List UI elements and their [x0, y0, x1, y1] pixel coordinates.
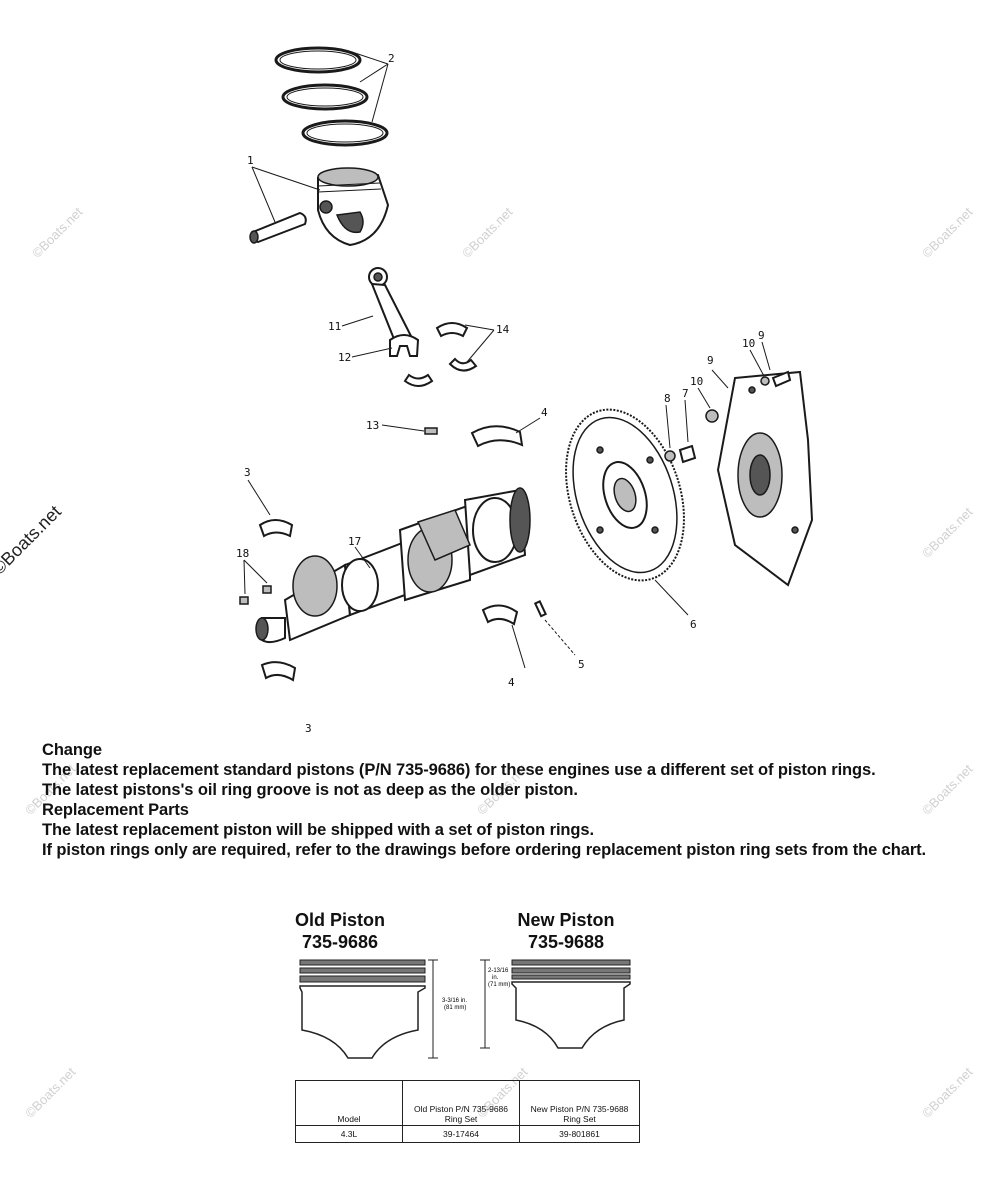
table-cell: 39-17464: [402, 1125, 520, 1143]
heading-replacement-parts: Replacement Parts: [42, 801, 189, 819]
note-line: The latest replacement standard pistons …: [42, 761, 876, 779]
callout-8: 8: [664, 392, 671, 405]
callout-18: 18: [236, 547, 249, 560]
callout-3: 3: [244, 466, 251, 479]
watermark: ©Boats.net: [22, 1064, 79, 1121]
rod-bearings: [403, 322, 478, 387]
flywheel-bolt: [664, 444, 697, 464]
callout-5: 5: [578, 658, 585, 671]
exploded-parts-diagram: 2 1 11 14 12 13 4 3 17 18 4 5 6 3 8 7 10…: [236, 46, 814, 735]
ring-set-table: Model Old Piston P/N 735-9686 Ring Set N…: [295, 1080, 640, 1143]
piston-pin: [249, 211, 307, 244]
note-line: If piston rings only are required, refer…: [42, 841, 927, 859]
callout-1: 1: [247, 154, 254, 167]
callout-4: 4: [508, 676, 515, 689]
callout-13: 11: [328, 320, 341, 333]
table-header: Model: [295, 1080, 403, 1126]
callout-16: 14: [496, 323, 510, 336]
table-cell: 4.3L: [295, 1125, 403, 1143]
callout-2: 2: [388, 52, 395, 65]
connecting-rod: [368, 267, 420, 357]
table-header-row: Model Old Piston P/N 735-9686 Ring Set N…: [295, 1080, 640, 1126]
dowel-pins: [239, 585, 272, 605]
note-line: The latest replacement piston will be sh…: [42, 821, 594, 839]
table-header: New Piston P/N 735-9688 Ring Set: [519, 1080, 640, 1126]
new-dimension-mm: (71 mm): [488, 982, 510, 988]
piston: [317, 167, 390, 247]
flywheel: [565, 408, 685, 582]
main-bearing-upper: [470, 425, 524, 448]
leader-lines: [243, 51, 771, 669]
table-cell: 39-801861: [519, 1125, 640, 1143]
old-piston-title: Old Piston: [295, 910, 385, 930]
watermark: ©Boats.net: [919, 1064, 976, 1121]
old-piston-heading: Old Piston 735-9686: [260, 909, 420, 953]
callout-4: 4: [541, 406, 548, 419]
table-header: Old Piston P/N 735-9686 Ring Set: [402, 1080, 520, 1126]
callout-labels: 2 1 11 14 12 13 4 3 17 18 4 5 6 3 8 7 10…: [236, 52, 765, 735]
piston-rings: [274, 46, 389, 147]
callout-17: 17: [348, 535, 361, 548]
crankshaft: [255, 487, 531, 644]
new-piston-title: New Piston: [517, 910, 615, 930]
new-dimension-unit: in.: [492, 975, 499, 981]
callout-14: 12: [338, 351, 351, 364]
callout-9: 9: [707, 354, 714, 367]
drive-plate: [716, 370, 814, 587]
callout-3: 3: [305, 722, 312, 735]
new-piston-drawing: 2-13/16 in. (71 mm): [480, 959, 631, 1049]
new-piston-heading: New Piston 735-9688: [486, 909, 646, 953]
main-bearing-lower: [260, 604, 519, 682]
callout-6: 6: [690, 618, 697, 631]
heading-change: Change: [42, 741, 102, 759]
service-notes: Change The latest replacement standard p…: [42, 740, 962, 860]
callout-7: 7: [682, 387, 689, 400]
piston-comparison-drawing: 3-3/16 in. (81 mm) 2-13/16 in. (71 mm): [299, 959, 631, 1059]
callout-10: 10: [690, 375, 703, 388]
new-dimension: 2-13/16: [488, 968, 509, 974]
old-dimension: 3-3/16 in.: [442, 998, 467, 1004]
callout-11: 9: [758, 329, 765, 342]
callout-15: 13: [366, 419, 379, 432]
new-piston-pn: 735-9688: [527, 932, 605, 952]
rod-nut: [424, 427, 438, 435]
plate-fasteners: [705, 370, 792, 423]
old-dimension-mm: (81 mm): [444, 1005, 466, 1011]
main-bearing-3-upper: [258, 519, 294, 538]
callout-12: 10: [742, 337, 755, 350]
old-piston-pn: 735-9686: [301, 932, 379, 952]
note-line: The latest pistons's oil ring groove is …: [42, 781, 578, 799]
table-row: 4.3L 39-17464 39-801861: [295, 1125, 640, 1143]
crank-key: [533, 600, 548, 618]
old-piston-drawing: 3-3/16 in. (81 mm): [299, 959, 467, 1059]
